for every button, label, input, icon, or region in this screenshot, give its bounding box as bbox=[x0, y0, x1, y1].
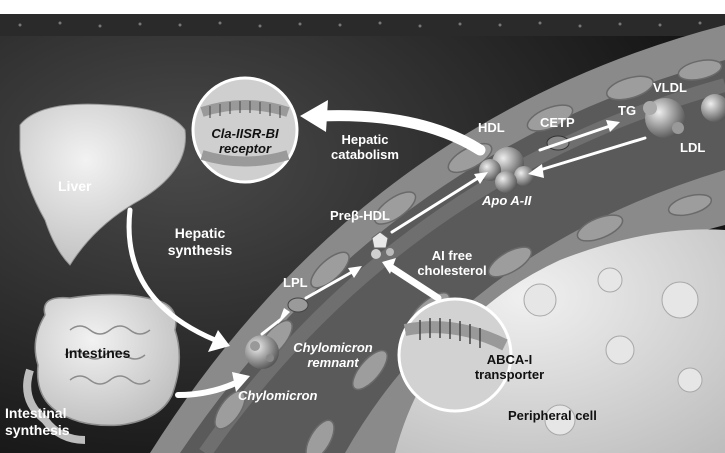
lpl-enzyme bbox=[288, 298, 308, 312]
label-cla-receptor: Cla-IISR-BI receptor bbox=[200, 126, 290, 156]
label-tg: TG bbox=[618, 103, 636, 118]
label-intestines: Intestines bbox=[65, 345, 130, 362]
label-ai-free-cholesterol: AI free cholesterol bbox=[412, 248, 492, 278]
label-vldl: VLDL bbox=[653, 80, 687, 95]
top-pattern-strip bbox=[0, 14, 725, 36]
label-ldl: LDL bbox=[680, 140, 705, 155]
label-peripheral-cell: Peripheral cell bbox=[508, 408, 597, 423]
label-apo-a-ii: Apo A-II bbox=[482, 193, 531, 208]
label-lpl: LPL bbox=[283, 275, 308, 290]
label-chylomicron-remnant: Chylomicron remnant bbox=[283, 340, 383, 370]
label-hepatic-synthesis: Hepatic synthesis bbox=[150, 225, 250, 259]
label-abca1-transporter: ABCA-I transporter bbox=[462, 352, 557, 382]
label-cetp: CETP bbox=[540, 115, 575, 130]
chylomicron-particle bbox=[245, 335, 279, 369]
label-prebeta-hdl: Preβ-HDL bbox=[330, 208, 390, 223]
top-border bbox=[0, 0, 725, 14]
label-hdl: HDL bbox=[478, 120, 505, 135]
label-liver: Liver bbox=[58, 178, 91, 195]
label-hepatic-catabolism: Hepatic catabolism bbox=[315, 132, 415, 162]
label-intestinal-synthesis: Intestinal synthesis bbox=[5, 405, 95, 439]
label-chylomicron: Chylomicron bbox=[238, 388, 317, 403]
